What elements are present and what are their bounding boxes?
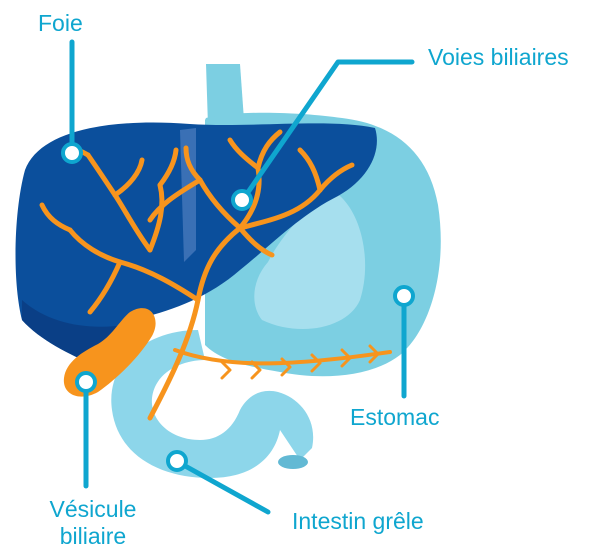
- label-voies-biliaires: Voies biliaires: [428, 44, 569, 71]
- marker-estomac: [395, 287, 413, 305]
- marker-voies: [233, 191, 251, 209]
- label-vesicule-line1: Vésicule: [18, 496, 168, 523]
- marker-foie: [63, 144, 81, 162]
- marker-intestin: [168, 452, 186, 470]
- label-vesicule-line2: biliaire: [18, 523, 168, 550]
- marker-vesicule: [77, 373, 95, 391]
- label-vesicule-biliaire: Vésicule biliaire: [18, 496, 168, 550]
- label-intestin-grele: Intestin grêle: [292, 508, 424, 535]
- label-foie: Foie: [38, 10, 83, 37]
- intestine-end: [278, 455, 308, 469]
- label-estomac: Estomac: [350, 404, 439, 431]
